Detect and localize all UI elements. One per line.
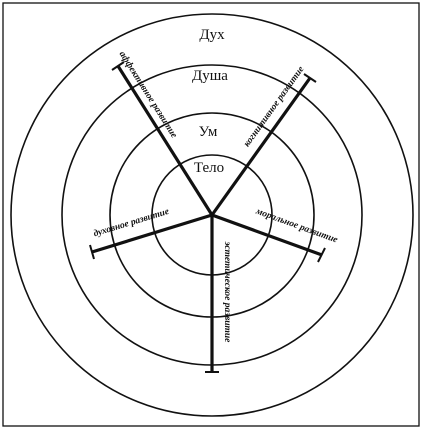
spoke-affective xyxy=(116,65,214,216)
ring-spirit xyxy=(10,13,414,417)
level-label-body: Тело xyxy=(194,160,224,176)
spoke-moral xyxy=(211,213,323,257)
tick-affective xyxy=(111,61,125,71)
level-label-spirit: Дух xyxy=(199,27,225,43)
tick-spiritual xyxy=(89,244,95,260)
tick-cognitive xyxy=(303,73,317,83)
spoke-spiritual xyxy=(91,213,213,254)
spoke-cognitive xyxy=(210,77,312,216)
level-label-soul: Душа xyxy=(192,68,228,84)
axis-label-aesthetic: эстетическое развитие xyxy=(222,241,232,344)
level-label-mind: Ум xyxy=(199,124,218,140)
tick-moral xyxy=(317,247,326,263)
